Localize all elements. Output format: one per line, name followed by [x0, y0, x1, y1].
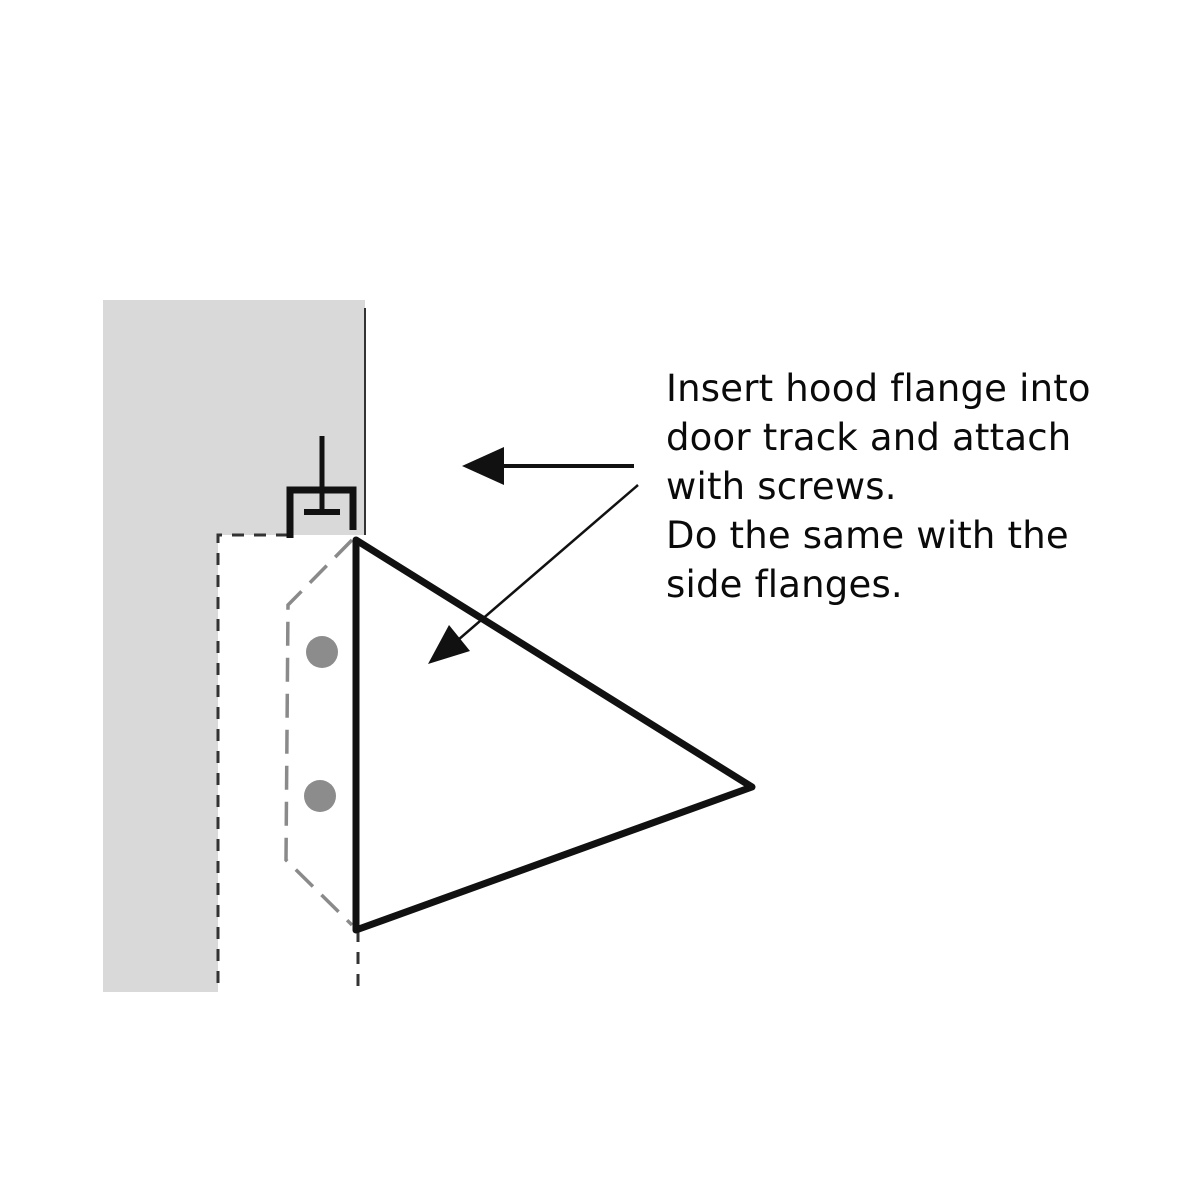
instruction-text: Insert hood flange into door track and a…	[666, 364, 1186, 609]
arrow-to-flange-head	[428, 625, 470, 664]
instruction-line-2: door track and attach	[666, 416, 1072, 459]
door-track-opening	[218, 535, 366, 995]
instruction-line-3: with screws.	[666, 465, 897, 508]
screw-hole-lower	[304, 780, 336, 812]
track-dashed-outline	[216, 533, 288, 992]
arrow-to-flange-line	[457, 484, 639, 641]
instruction-line-1: Insert hood flange into	[666, 367, 1091, 410]
instruction-line-5: side flanges.	[666, 563, 903, 606]
screw-icon	[286, 436, 357, 538]
arrow-icon	[428, 484, 639, 664]
screw-hole-upper	[306, 636, 338, 668]
instruction-line-4: Do the same with the	[666, 514, 1069, 557]
arrow-to-track-head	[462, 447, 504, 485]
side-flange-dashed-outline	[284, 538, 354, 927]
arrow-icon	[462, 447, 634, 485]
